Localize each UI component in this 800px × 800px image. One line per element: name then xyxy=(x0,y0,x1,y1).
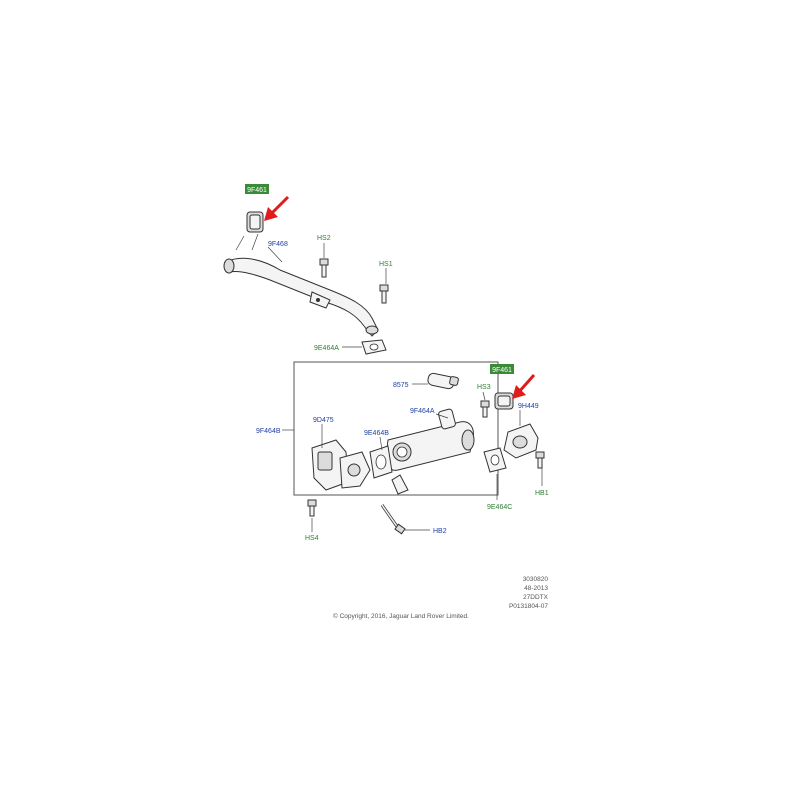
egr-pipe-drawing xyxy=(223,257,379,337)
red-arrow-top xyxy=(264,195,290,221)
red-arrow-right xyxy=(512,374,536,399)
actuator-drawing xyxy=(311,439,371,491)
label-module[interactable]: 9F464B xyxy=(256,428,281,435)
label-hs1[interactable]: HS1 xyxy=(379,261,393,268)
leader-lines xyxy=(267,243,543,532)
right-clamp-drawing xyxy=(494,392,514,410)
egr-cooler-drawing xyxy=(385,408,475,495)
module-frame xyxy=(293,361,499,496)
label-top-highlight-text: 9F461 xyxy=(247,187,267,194)
label-hb1[interactable]: HB1 xyxy=(535,490,549,497)
gasket-top-drawing xyxy=(361,339,387,355)
label-gasket-right[interactable]: 9E464C xyxy=(487,504,512,511)
bolt-hs2-drawing xyxy=(319,258,329,278)
label-clip[interactable]: 9H449 xyxy=(518,403,539,410)
sensor-drawing xyxy=(427,372,459,390)
ref-line-3: 27DDTX xyxy=(523,594,549,601)
label-top-highlight[interactable]: 9F461 xyxy=(245,184,269,194)
bolt-hs1-drawing xyxy=(379,284,389,304)
label-hs4[interactable]: HS4 xyxy=(305,535,319,542)
label-hs2[interactable]: HS2 xyxy=(317,235,331,242)
gasket-mid-drawing xyxy=(369,445,393,479)
copyright-text: © Copyright, 2016, Jaguar Land Rover Lim… xyxy=(333,612,469,620)
bolt-hb1-drawing xyxy=(535,451,545,469)
gasket-right-drawing xyxy=(483,447,507,473)
label-pipe[interactable]: 9F468 xyxy=(268,241,288,248)
label-hs3[interactable]: HS3 xyxy=(477,384,491,391)
bolt-hs3-drawing xyxy=(480,400,490,418)
top-clamp-drawing xyxy=(235,211,264,251)
label-right-highlight-text: 9F461 xyxy=(492,367,512,374)
label-hb2[interactable]: HB2 xyxy=(433,528,447,535)
label-gasket-top[interactable]: 9E464A xyxy=(314,345,339,352)
label-right-highlight[interactable]: 9F461 xyxy=(490,364,514,374)
ref-line-2: 48-2013 xyxy=(524,585,548,592)
bolt-hb2-drawing xyxy=(380,504,406,535)
label-valve[interactable]: 9F464A xyxy=(410,408,435,415)
label-sensor[interactable]: 8575 xyxy=(393,382,409,389)
elbow-drawing xyxy=(503,423,539,459)
ref-line-4: P0131804-07 xyxy=(509,603,548,610)
ref-line-1: 3030820 xyxy=(523,576,549,583)
bolt-hs4-drawing xyxy=(307,499,317,517)
reference-block: 3030820 48-2013 27DDTX P0131804-07 xyxy=(509,576,549,610)
label-ecm[interactable]: 9D475 xyxy=(313,417,334,424)
label-gasket-mid[interactable]: 9E464B xyxy=(364,430,389,437)
